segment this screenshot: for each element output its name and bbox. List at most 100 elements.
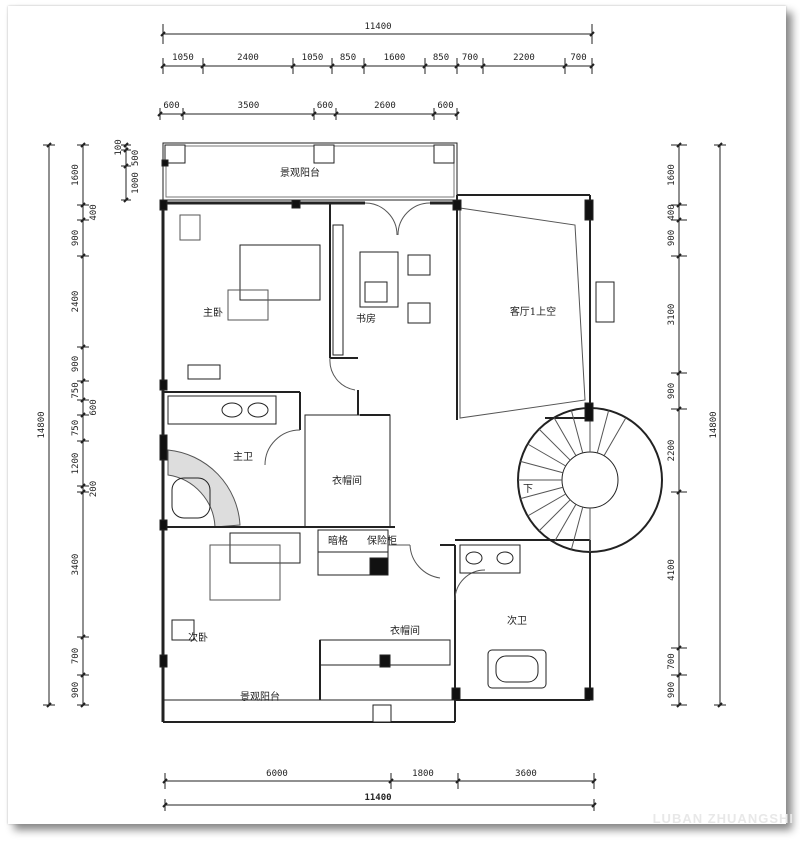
dim-tick-mark — [717, 142, 723, 148]
dim-top-total: 11400 — [364, 22, 391, 32]
dim-tick-mark — [80, 438, 86, 444]
dim-tick-mark — [333, 111, 339, 117]
dim-label: 2400 — [237, 53, 259, 63]
dim-tick-mark — [480, 63, 486, 69]
dim-label: 3100 — [667, 304, 677, 326]
dim-label: 600 — [163, 101, 179, 111]
stair-step — [538, 428, 571, 461]
dim-right-total: 14800 — [709, 411, 719, 438]
dim-tick-mark — [80, 253, 86, 259]
dim-tick-mark — [676, 645, 682, 651]
walls — [159, 142, 663, 723]
dim-label: 3500 — [238, 101, 260, 111]
stair-step — [596, 410, 610, 454]
dim-tick-mark — [80, 702, 86, 708]
dim-tick-mark — [123, 163, 129, 169]
dim-tick-mark — [157, 111, 163, 117]
stair-step — [553, 417, 577, 457]
dim-label: 3400 — [71, 554, 81, 576]
label-closet-2: 衣帽间 — [390, 624, 420, 637]
dim-label: 850 — [433, 53, 449, 63]
label-stair-down: 下 — [523, 484, 533, 495]
label-safe: 保险柜 — [367, 534, 397, 547]
dim-bottom-6000: 6000 — [266, 769, 288, 779]
dim-tick-mark — [329, 63, 335, 69]
dim-label: 600 — [89, 399, 99, 415]
dim-label: 700 — [71, 648, 81, 664]
bottom-dimensions: 6000 1800 3600 11400 — [162, 769, 597, 811]
dim-tick-mark — [591, 778, 597, 784]
dim-tick-mark — [676, 672, 682, 678]
stair-step — [527, 443, 567, 467]
dim-tick-mark — [589, 63, 595, 69]
stair-step — [520, 486, 564, 500]
dim-tick-mark — [431, 111, 437, 117]
dim-label: 2400 — [71, 291, 81, 313]
dim-bottom-3600: 3600 — [515, 769, 537, 779]
dim-label: 900 — [667, 682, 677, 698]
dim-label: 1050 — [302, 53, 324, 63]
dim-label: 750 — [71, 420, 81, 436]
dim-tick-mark — [589, 31, 595, 37]
dim-tick-mark — [80, 344, 86, 350]
dim-label: 2200 — [513, 53, 535, 63]
dim-label: 900 — [667, 383, 677, 399]
dim-tick-mark — [562, 63, 568, 69]
dim-tick-mark — [80, 202, 86, 208]
dim-label: 100 — [114, 139, 124, 155]
dim-tick-mark — [123, 142, 129, 148]
stair-step — [553, 503, 577, 543]
dim-tick-mark — [717, 702, 723, 708]
stair-step — [538, 499, 571, 532]
dim-label: 1000 — [131, 172, 141, 194]
dim-label: 4100 — [667, 559, 677, 581]
dim-tick-mark — [361, 63, 367, 69]
dim-tick-mark — [388, 778, 394, 784]
dim-tick-mark — [676, 142, 682, 148]
dim-tick-mark — [676, 253, 682, 259]
dim-label: 900 — [667, 230, 677, 246]
label-balcony-top: 景观阳台 — [280, 166, 320, 179]
top-balcony-outline — [162, 142, 458, 201]
dim-tick-mark — [80, 483, 86, 489]
dim-tick-mark — [123, 147, 129, 153]
dim-tick-mark — [454, 63, 460, 69]
dim-tick-mark — [80, 412, 86, 418]
dim-tick-mark — [676, 217, 682, 223]
dim-label: 1050 — [172, 53, 194, 63]
dim-bottom-1800: 1800 — [412, 769, 434, 779]
room-labels: 景观阳台 主卧 书房 客厅1上空 主卫 衣帽间 暗格 保险柜 次卧 衣帽间 次卫… — [188, 166, 556, 703]
stair-step — [570, 506, 584, 550]
dim-label: 900 — [71, 682, 81, 698]
dim-label: 900 — [71, 230, 81, 246]
dim-label: 1200 — [71, 453, 81, 475]
dim-label: 500 — [131, 150, 141, 166]
dim-tick-mark — [46, 702, 52, 708]
dim-tick-mark — [676, 489, 682, 495]
dim-tick-mark — [311, 111, 317, 117]
stair-step — [527, 493, 567, 517]
dim-label: 1600 — [667, 164, 677, 186]
dim-tick-mark — [676, 406, 682, 412]
dim-tick-mark — [200, 63, 206, 69]
dim-tick-mark — [676, 370, 682, 376]
dim-tick-mark — [80, 672, 86, 678]
dim-tick-mark — [162, 802, 168, 808]
dim-label: 1600 — [384, 53, 406, 63]
dim-tick-mark — [80, 142, 86, 148]
dim-tick-mark — [80, 489, 86, 495]
dim-label: 400 — [89, 204, 99, 220]
dim-left-total: 14800 — [37, 411, 47, 438]
dim-tick-mark — [80, 217, 86, 223]
label-master-bath: 主卫 — [233, 451, 253, 463]
dim-label: 700 — [667, 653, 677, 669]
dim-tick-mark — [676, 702, 682, 708]
dim-tick-mark — [180, 111, 186, 117]
dim-tick-mark — [123, 197, 129, 203]
dim-label: 700 — [462, 53, 478, 63]
label-balcony-bottom: 景观阳台 — [240, 690, 280, 703]
dim-label: 900 — [71, 356, 81, 372]
dim-tick-mark — [676, 202, 682, 208]
